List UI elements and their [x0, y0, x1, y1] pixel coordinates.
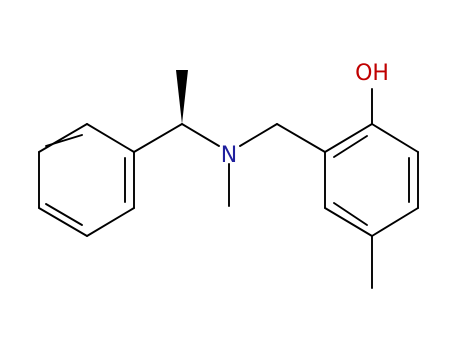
bond — [133, 123, 183, 153]
bond — [324, 207, 373, 237]
bond — [86, 123, 135, 153]
bond — [276, 123, 326, 153]
bond — [239, 123, 278, 147]
bond — [86, 207, 135, 237]
aromatic-inner-bond — [333, 135, 368, 158]
cresol-ring — [324, 123, 419, 237]
amine-nitrogen-label: N — [221, 143, 237, 168]
aromatic-inner-bond — [45, 203, 83, 226]
bond — [181, 123, 220, 147]
aromatic-inner-bond — [45, 134, 83, 147]
hydroxyl-label: OH — [355, 61, 389, 86]
bond — [371, 123, 419, 153]
bond — [38, 207, 88, 237]
aromatic-inner-bond — [333, 202, 368, 226]
bond — [38, 123, 88, 153]
stereo-wedge-bond — [176, 70, 188, 124]
bond — [371, 207, 419, 237]
phenyl-ring — [38, 123, 135, 237]
bond — [324, 123, 373, 153]
